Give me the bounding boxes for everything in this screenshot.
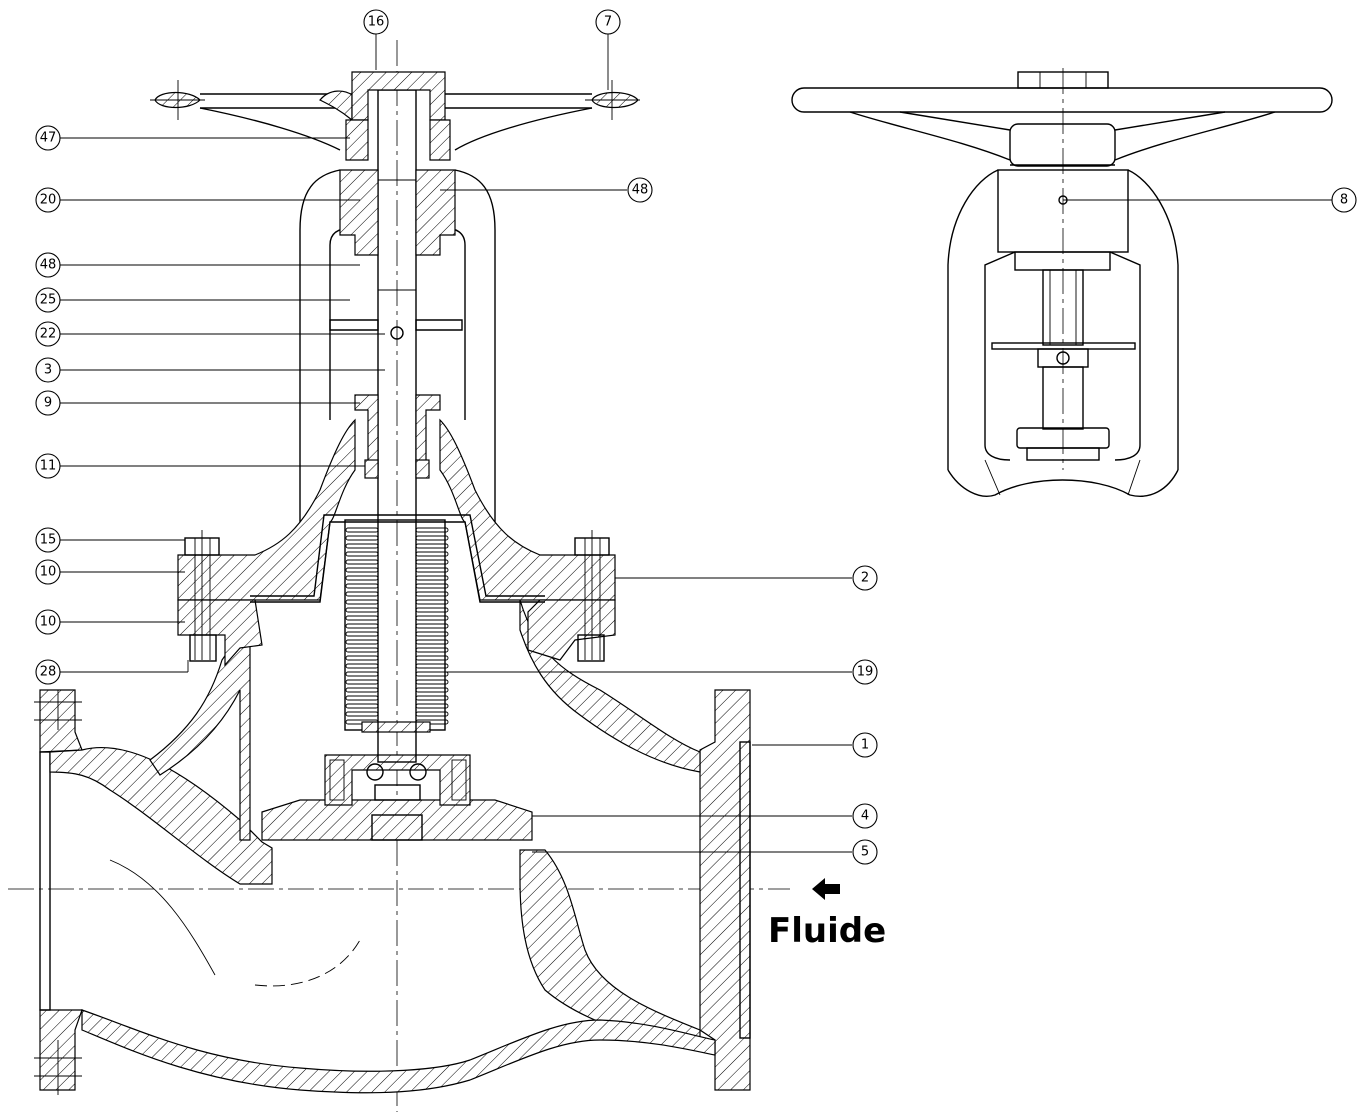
callout-16-label: 16	[368, 15, 385, 30]
callout-19-label: 19	[857, 665, 874, 680]
callout-8: 8	[1331, 187, 1357, 213]
callout-10-upper: 10	[35, 559, 61, 585]
bonnet	[177, 169, 616, 667]
hub-nut	[345, 119, 451, 161]
callout-20: 20	[35, 187, 61, 213]
callout-4-label: 4	[861, 809, 869, 824]
callout-25-label: 25	[40, 293, 57, 308]
callout-48-right-label: 48	[632, 183, 649, 198]
handwheel-nut	[351, 71, 446, 121]
callout-9-label: 9	[44, 396, 52, 411]
callout-1: 1	[852, 732, 878, 758]
valve-disc	[261, 799, 533, 841]
side-handwheel-rim	[791, 87, 1333, 113]
bellows	[344, 519, 449, 733]
left-bolt-assembly	[184, 530, 220, 662]
callout-48-left: 48	[35, 252, 61, 278]
gland	[354, 394, 379, 471]
callout-48-left-label: 48	[40, 258, 57, 273]
leader-lines	[60, 34, 1332, 853]
callout-22-label: 22	[40, 327, 57, 342]
side-top-nut	[1017, 71, 1109, 89]
callout-8-label: 8	[1340, 193, 1348, 208]
callout-4: 4	[852, 803, 878, 829]
side-view	[791, 68, 1333, 497]
callout-15: 15	[35, 527, 61, 553]
callout-1-label: 1	[861, 738, 869, 753]
anti-rotation-plate	[329, 319, 463, 331]
callout-10-upper-label: 10	[40, 565, 57, 580]
callout-2-label: 2	[861, 571, 869, 586]
callout-47: 47	[35, 125, 61, 151]
side-plate	[991, 342, 1136, 350]
arrow-left-icon	[812, 878, 840, 900]
main-section-view	[8, 40, 790, 1112]
valve-body	[34, 599, 751, 1095]
callout-2: 2	[852, 565, 878, 591]
callout-7-label: 7	[604, 15, 612, 30]
callout-5: 5	[852, 839, 878, 865]
yoke-bushing	[339, 169, 379, 256]
callout-5-label: 5	[861, 845, 869, 860]
callout-3: 3	[35, 357, 61, 383]
callout-9: 9	[35, 390, 61, 416]
callout-25: 25	[35, 287, 61, 313]
callout-22: 22	[35, 321, 61, 347]
callout-10-lower-label: 10	[40, 615, 57, 630]
callout-28-label: 28	[40, 665, 57, 680]
packing	[364, 459, 379, 479]
callout-11-label: 11	[40, 459, 57, 474]
callout-28: 28	[35, 659, 61, 685]
flow-direction-label: Fluide	[768, 911, 886, 951]
callout-10-lower: 10	[35, 609, 61, 635]
callout-20-label: 20	[40, 193, 57, 208]
callout-16: 16	[363, 9, 389, 35]
callout-48-right: 48	[627, 177, 653, 203]
disc-holder	[324, 754, 471, 806]
disc-nut	[371, 814, 423, 841]
side-hub	[1009, 123, 1116, 167]
callout-11: 11	[35, 453, 61, 479]
callout-7: 7	[595, 9, 621, 35]
right-bolt-assembly	[574, 530, 610, 662]
callout-47-label: 47	[40, 131, 57, 146]
callout-19: 19	[852, 659, 878, 685]
callout-3-label: 3	[44, 363, 52, 378]
callout-15-label: 15	[40, 533, 57, 548]
